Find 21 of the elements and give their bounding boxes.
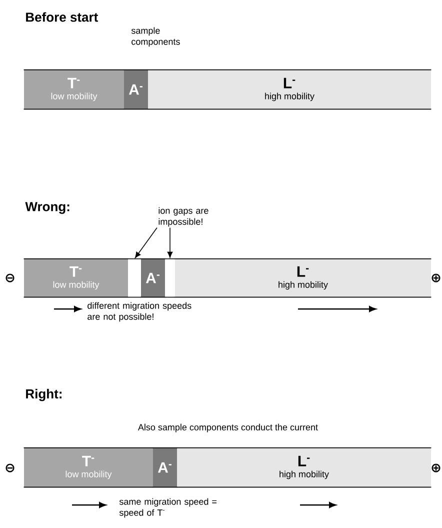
note-text: different migration speeds are not possible! [88, 302, 192, 322]
arrow [167, 227, 173, 258]
zone-box: T$^{-}$ low mobility [23, 69, 125, 110]
callout-text: ion gaps are impossible! [158, 207, 208, 227]
zone-box: A$^{-}$ [152, 447, 178, 488]
note-text: sample components [131, 27, 180, 47]
zone-box: T$^{-}$ low mobility [23, 447, 154, 488]
note-text: same migration speed = speed of T$^{-}$ [119, 498, 217, 518]
zone-box: L$^{-}$ high mobility [147, 69, 432, 110]
section-heading: Wrong: [25, 202, 70, 214]
zone-box: L$^{-}$ high mobility [174, 258, 432, 298]
gap-box [127, 258, 142, 298]
zone-box: A$^{-}$ [140, 258, 166, 298]
zone-box: T$^{-}$ low mobility [23, 258, 129, 298]
section-heading: Right: [26, 388, 62, 402]
zone-box: L$^{-}$ high mobility [176, 447, 432, 488]
zone-box: A$^{-}$ [123, 69, 149, 110]
section-heading: Before start [26, 12, 98, 22]
arrow [134, 227, 158, 258]
note-text: Also sample components conduct the current [138, 424, 318, 432]
gap-box [164, 258, 176, 298]
